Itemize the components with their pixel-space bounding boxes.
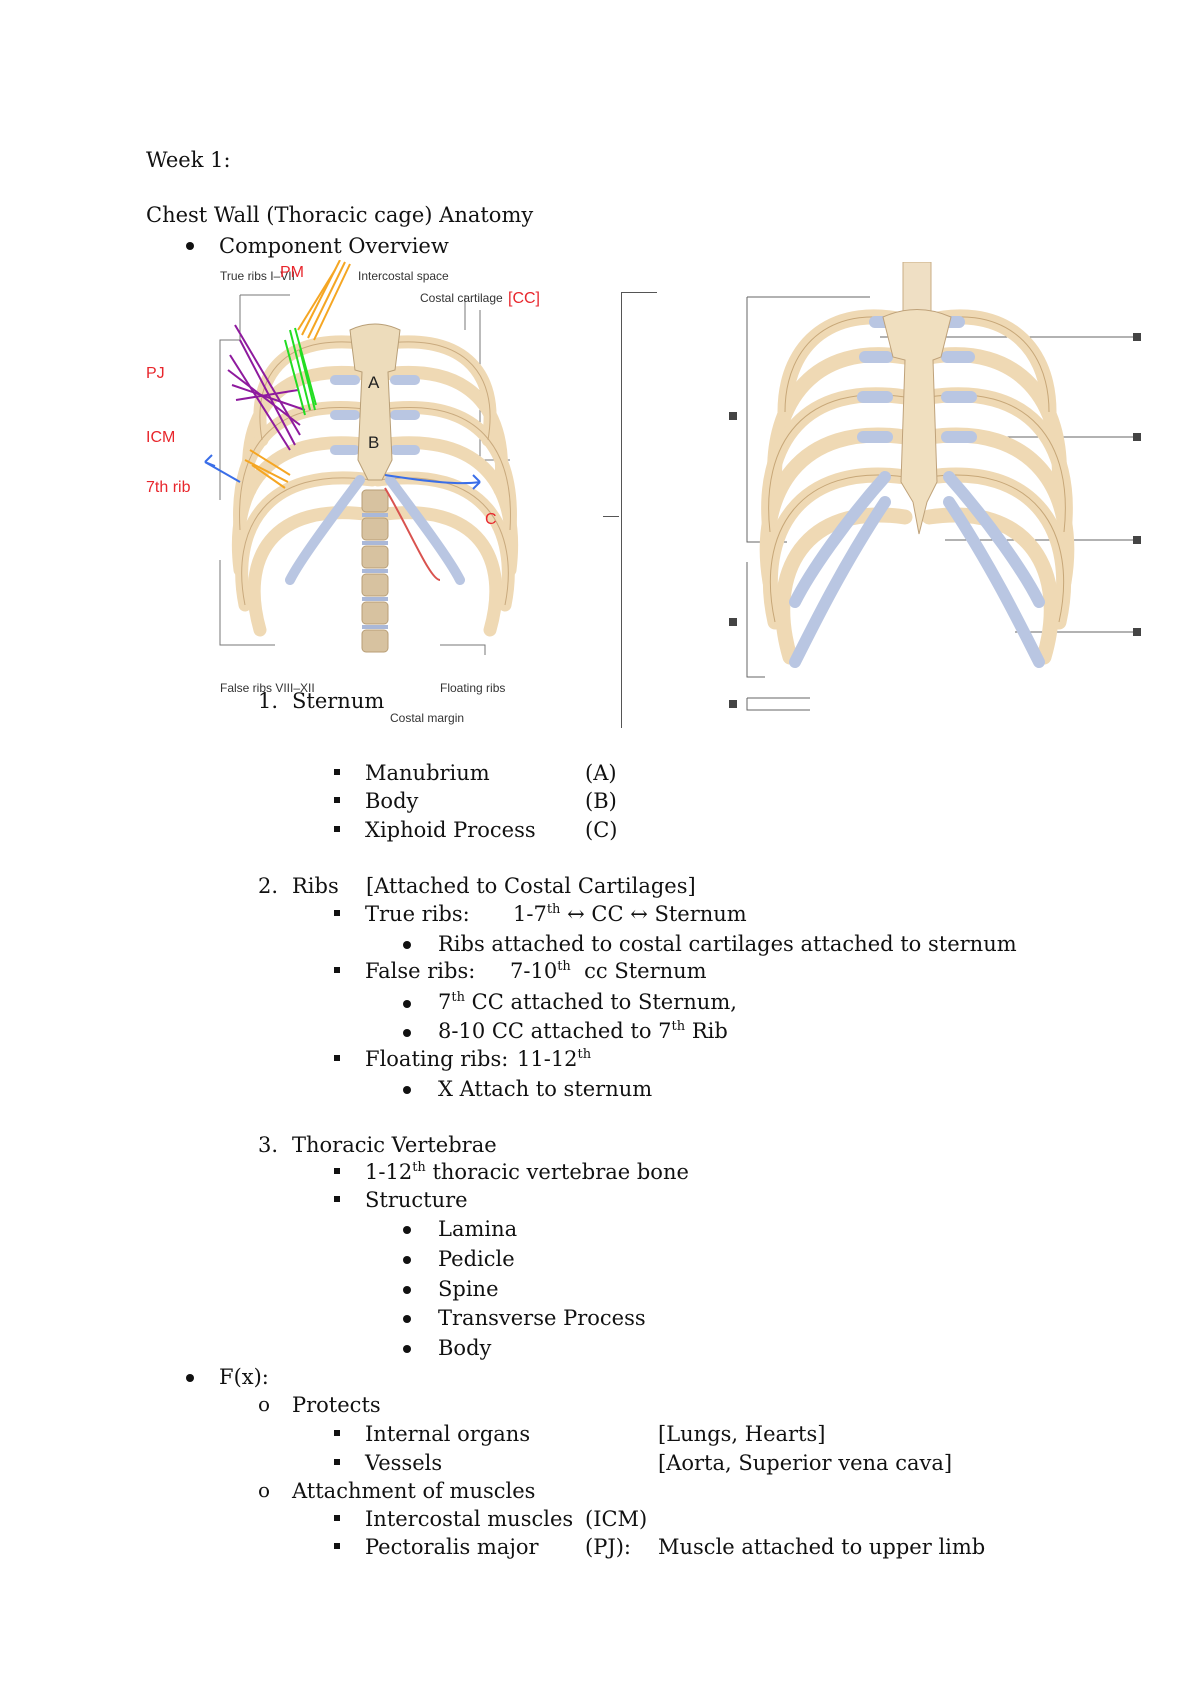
true-ribs-value: 1-7th ↔ CC ↔ Sternum xyxy=(513,902,747,926)
bullet-square xyxy=(334,967,340,973)
bullet-square xyxy=(334,1543,340,1549)
floating-ribs-value: 11-12th xyxy=(517,1047,592,1071)
bullet-dot xyxy=(403,1256,411,1264)
label-intercostal-space: Intercostal space xyxy=(358,269,449,283)
ribs-note: [Attached to Costal Cartilages] xyxy=(366,874,696,898)
manubrium-label: Manubrium xyxy=(365,761,490,785)
true-ribs-detail: Ribs attached to costal cartilages attac… xyxy=(438,932,1017,956)
vertebrae-heading: Thoracic Vertebrae xyxy=(292,1133,497,1157)
bullet-dot xyxy=(403,941,411,949)
bullet-dot xyxy=(403,1000,411,1008)
ribs-heading: Ribs xyxy=(292,874,339,898)
label-floating-ribs: Floating ribs xyxy=(440,681,505,695)
pectoralis-major-code: (PJ): xyxy=(585,1535,632,1559)
pectoralis-major-label: Pectoralis major xyxy=(365,1535,539,1559)
protects-heading: Protects xyxy=(292,1393,381,1417)
xiphoid-label: Xiphoid Process xyxy=(365,818,536,842)
bullet-dot xyxy=(403,1315,411,1323)
false-ribs-value: 7-10th cc Sternum xyxy=(510,959,707,983)
bullet-dot xyxy=(403,1345,411,1353)
structure-item: Pedicle xyxy=(438,1247,515,1271)
week-heading: Week 1: xyxy=(146,148,231,172)
label-cc: [CC] xyxy=(508,290,540,307)
rib7-arrow xyxy=(204,454,481,490)
bullet-circle: o xyxy=(258,1478,271,1502)
vessels-note: [Aorta, Superior vena cava] xyxy=(658,1451,953,1475)
pectoralis-major-note: Muscle attached to upper limb xyxy=(658,1535,986,1559)
bullet-dot xyxy=(403,1226,411,1234)
false-ribs-detail-1: 7th CC attached to Sternum, xyxy=(438,990,737,1014)
label-b: B xyxy=(368,433,379,452)
bullet-square xyxy=(334,826,340,832)
bullet-square xyxy=(334,910,340,916)
label-pm: PM xyxy=(280,264,304,281)
internal-organs-note: [Lungs, Hearts] xyxy=(658,1422,826,1446)
vessels-label: Vessels xyxy=(365,1451,443,1475)
bullet-square xyxy=(334,1430,340,1436)
bullet-square xyxy=(334,1515,340,1521)
pj-muscle-marks xyxy=(227,324,306,451)
label-a: A xyxy=(368,373,380,392)
intercostal-muscles-code: (ICM) xyxy=(585,1507,648,1531)
function-heading: F(x): xyxy=(219,1365,269,1389)
divider-tick xyxy=(621,292,657,293)
bullet-circle: o xyxy=(258,1392,271,1416)
floating-ribs-detail: X Attach to sternum xyxy=(438,1077,653,1101)
false-ribs-detail-2: 8-10 CC attached to 7th Rib xyxy=(438,1019,728,1043)
structure-item: Lamina xyxy=(438,1217,518,1241)
bullet-square xyxy=(334,1055,340,1061)
floating-ribs-label: Floating ribs: xyxy=(365,1047,509,1071)
label-c: C xyxy=(485,511,497,528)
list-number-1: 1. xyxy=(258,689,279,713)
structure-item: Body xyxy=(438,1336,492,1360)
body-code: (B) xyxy=(585,789,617,813)
figure-divider xyxy=(621,292,622,728)
internal-organs-label: Internal organs xyxy=(365,1422,531,1446)
divider-tick-mark xyxy=(603,516,619,517)
true-ribs-label: True ribs: xyxy=(365,902,470,926)
label-pj: PJ xyxy=(146,365,165,382)
label-7th-rib: 7th rib xyxy=(146,479,191,496)
label-costal-margin: Costal margin xyxy=(390,711,464,725)
sternum-heading: Sternum xyxy=(292,689,385,713)
bullet-square xyxy=(334,769,340,775)
manubrium-code: (A) xyxy=(585,761,617,785)
body-label: Body xyxy=(365,789,419,813)
icm-muscle-marks xyxy=(284,327,317,416)
intercostal-muscles-label: Intercostal muscles xyxy=(365,1507,574,1531)
xiphoid-code: (C) xyxy=(585,818,618,842)
ribs-drawing xyxy=(231,323,519,653)
structure-item: Transverse Process xyxy=(438,1306,646,1330)
bullet-dot xyxy=(403,1086,411,1094)
bullet-square xyxy=(334,1459,340,1465)
false-ribs-label: False ribs: xyxy=(365,959,476,983)
overview-heading: Component Overview xyxy=(219,234,449,258)
label-false-ribs: False ribs VIII–XII xyxy=(220,681,315,695)
list-number-2: 2. xyxy=(258,874,279,898)
label-icm: ICM xyxy=(146,429,175,446)
attachment-heading: Attachment of muscles xyxy=(292,1479,536,1503)
bullet-dot xyxy=(403,1029,411,1037)
list-number-3: 3. xyxy=(258,1133,279,1157)
vertebrae-count: 1-12th thoracic vertebrae bone xyxy=(365,1160,689,1184)
bullet-dot xyxy=(186,242,194,250)
page-title: Chest Wall (Thoracic cage) Anatomy xyxy=(146,203,534,227)
label-true-ribs: True ribs I–VII xyxy=(220,269,295,283)
bullet-square xyxy=(334,797,340,803)
annotated-ribcage-figure: True ribs I–VII Intercostal space Costal… xyxy=(146,260,540,725)
bullet-dot xyxy=(186,1374,194,1382)
bullet-square xyxy=(334,1196,340,1202)
structure-item: Spine xyxy=(438,1277,499,1301)
unlabeled-ribcage-figure xyxy=(729,262,1141,711)
pm-muscle-marks xyxy=(244,260,351,489)
bullet-square xyxy=(334,1168,340,1174)
bullet-dot xyxy=(403,1286,411,1294)
structure-heading: Structure xyxy=(365,1188,468,1212)
label-costal-cartilage: Costal cartilage xyxy=(420,291,503,305)
